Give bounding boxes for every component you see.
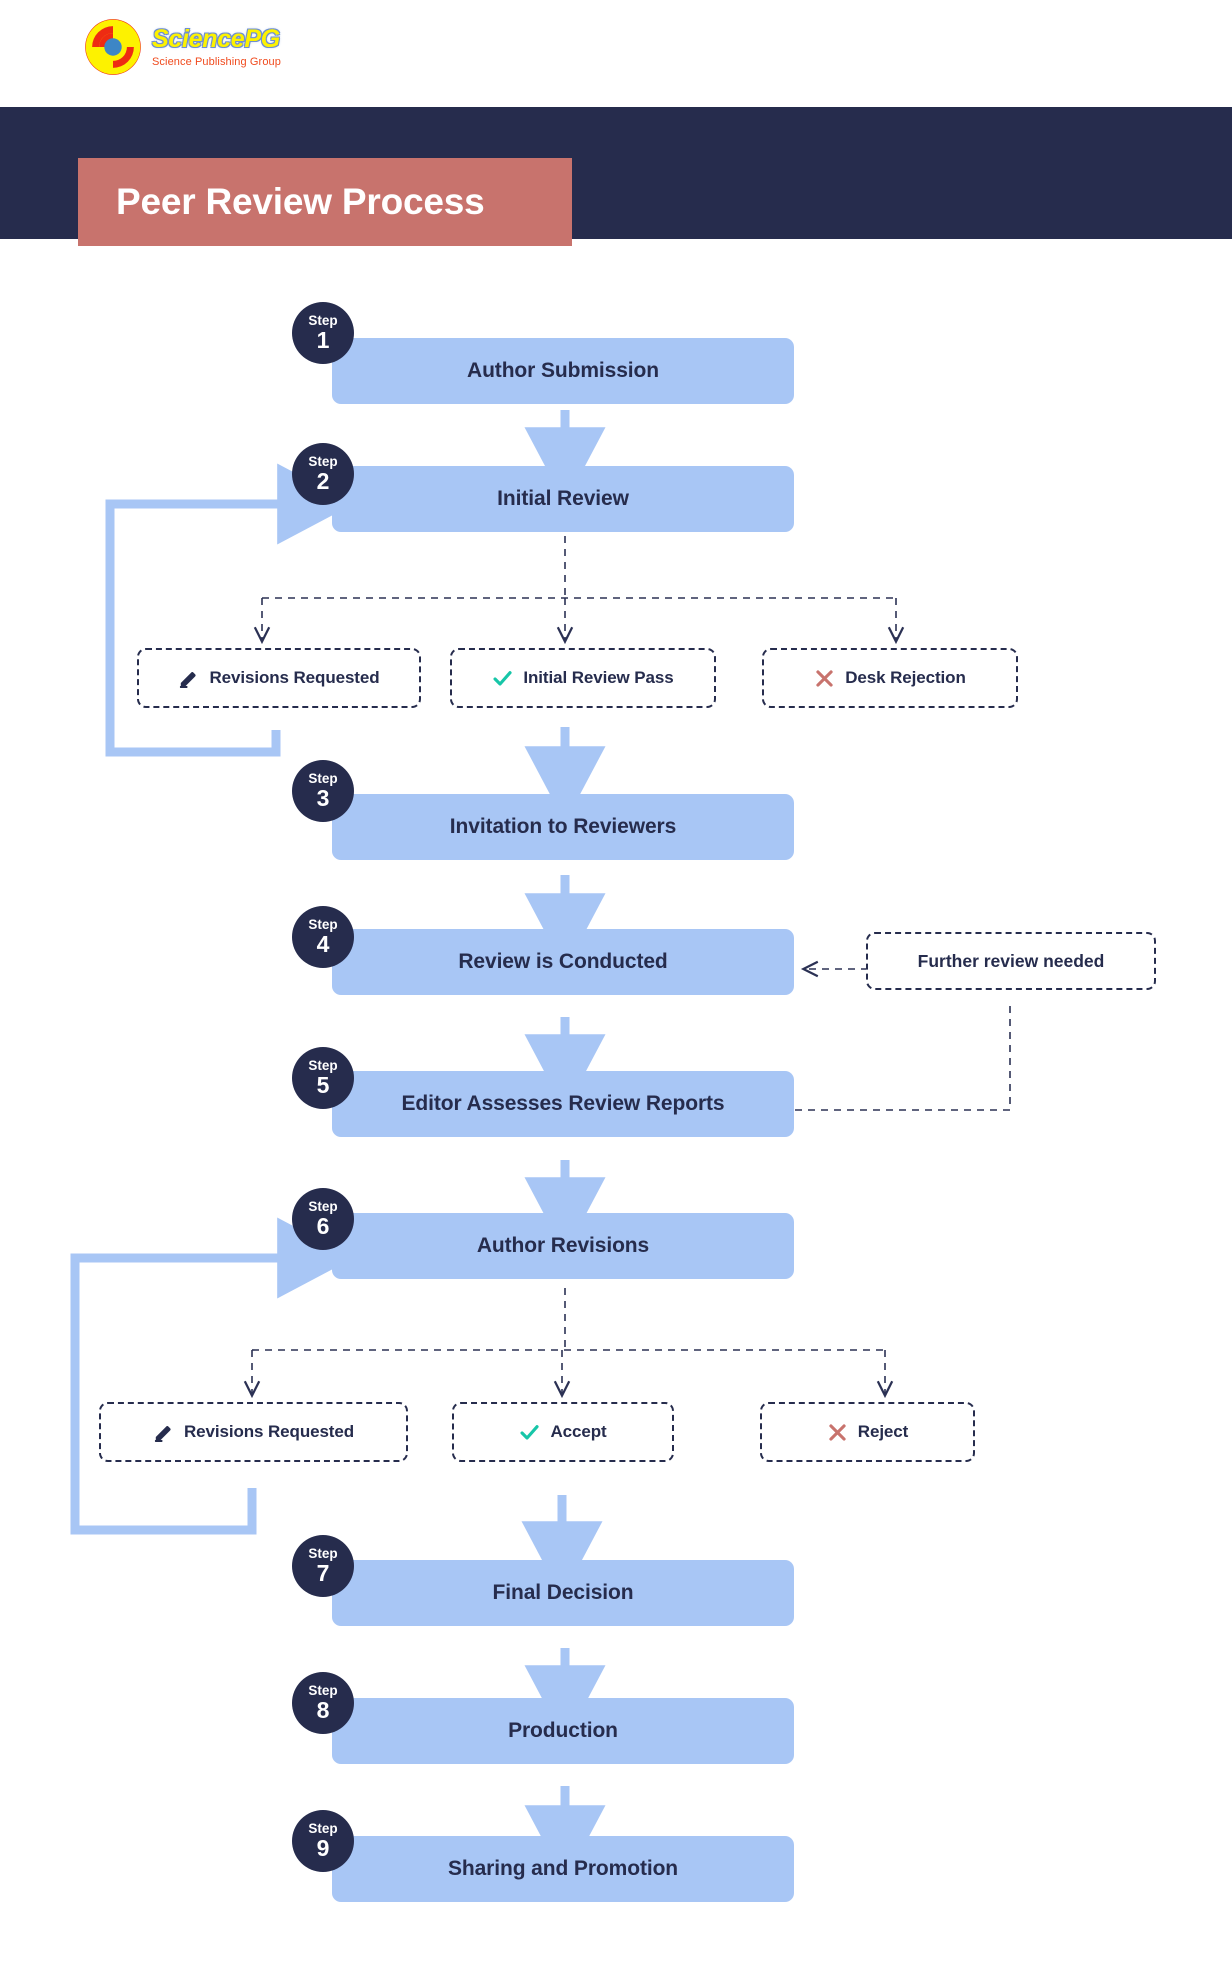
step-badge-1: Step 1	[292, 302, 354, 364]
step-badge-3: Step 3	[292, 760, 354, 822]
pencil-icon	[154, 1425, 171, 1442]
note-label: Further review needed	[917, 950, 1105, 971]
step-node-invitation-to-reviewers[interactable]: Invitation to Reviewers	[332, 794, 794, 860]
step-node-label: Sharing and Promotion	[447, 1857, 679, 1880]
outcome-label: Desk Rejection	[845, 668, 966, 687]
cross-icon	[816, 669, 833, 687]
brand-logo: SciencePG Science Publishing Group	[84, 18, 281, 76]
step-node-initial-review[interactable]: Initial Review	[332, 466, 794, 532]
outcome-reject[interactable]: Reject	[760, 1402, 975, 1462]
outcome-label: Reject	[857, 1422, 909, 1441]
step-node-label: Editor Assesses Review Reports	[401, 1092, 725, 1115]
loopback-revisions-to-step2	[105, 463, 354, 757]
step-badge-5: Step 5	[292, 1047, 354, 1109]
step-badge-6: Step 6	[292, 1188, 354, 1250]
check-icon	[520, 1424, 540, 1440]
step-node-label: Final Decision	[492, 1581, 634, 1604]
note-further-review-needed[interactable]: Further review needed	[866, 932, 1156, 990]
step-node-production[interactable]: Production	[332, 1698, 794, 1764]
step-node-author-submission[interactable]: Author Submission	[332, 338, 794, 404]
step-node-label: Author Submission	[467, 359, 659, 382]
outcome-initial-review-pass[interactable]: Initial Review Pass	[450, 648, 716, 708]
step-node-label: Invitation to Reviewers	[449, 815, 677, 838]
step-node-label: Author Revisions	[476, 1234, 650, 1257]
brand-name: SciencePG	[152, 24, 280, 53]
outcome-revisions-requested-2[interactable]: Revisions Requested	[99, 1402, 408, 1462]
outcome-label: Revisions Requested	[209, 668, 380, 687]
loopback-revisions-to-step6	[70, 1217, 354, 1535]
page-title: Peer Review Process	[116, 181, 485, 222]
outcome-accept[interactable]: Accept	[452, 1402, 674, 1462]
step5-to-note	[795, 1000, 1011, 1111]
outcome-revisions-requested-1[interactable]: Revisions Requested	[137, 648, 421, 708]
step-badge-8: Step 8	[292, 1672, 354, 1734]
step-node-sharing-and-promotion[interactable]: Sharing and Promotion	[332, 1836, 794, 1902]
outcome-label: Accept	[550, 1422, 607, 1441]
step-badge-4: Step 4	[292, 906, 354, 968]
step-badge-7: Step 7	[292, 1535, 354, 1597]
step-badge-2: Step 2	[292, 443, 354, 505]
step-node-final-decision[interactable]: Final Decision	[332, 1560, 794, 1626]
outcome-label: Revisions Requested	[183, 1422, 355, 1441]
step-node-editor-assesses-review-reports[interactable]: Editor Assesses Review Reports	[332, 1071, 794, 1137]
step-node-label: Initial Review	[497, 487, 629, 510]
outcome-desk-rejection[interactable]: Desk Rejection	[762, 648, 1018, 708]
brand-tagline: Science Publishing Group	[152, 55, 281, 68]
step-node-label: Production	[508, 1719, 618, 1742]
step-node-author-revisions[interactable]: Author Revisions	[332, 1213, 794, 1279]
step-node-label: Review is Conducted	[458, 950, 668, 973]
outcome-label: Initial Review Pass	[523, 668, 674, 687]
step-node-review-is-conducted[interactable]: Review is Conducted	[332, 929, 794, 995]
step-badge-9: Step 9	[292, 1810, 354, 1872]
cross-icon	[829, 1423, 846, 1441]
page-title-chip: Peer Review Process	[78, 158, 572, 246]
pencil-icon	[180, 671, 196, 688]
check-icon	[493, 670, 512, 686]
sciencepg-circular-logo-icon	[85, 19, 141, 75]
